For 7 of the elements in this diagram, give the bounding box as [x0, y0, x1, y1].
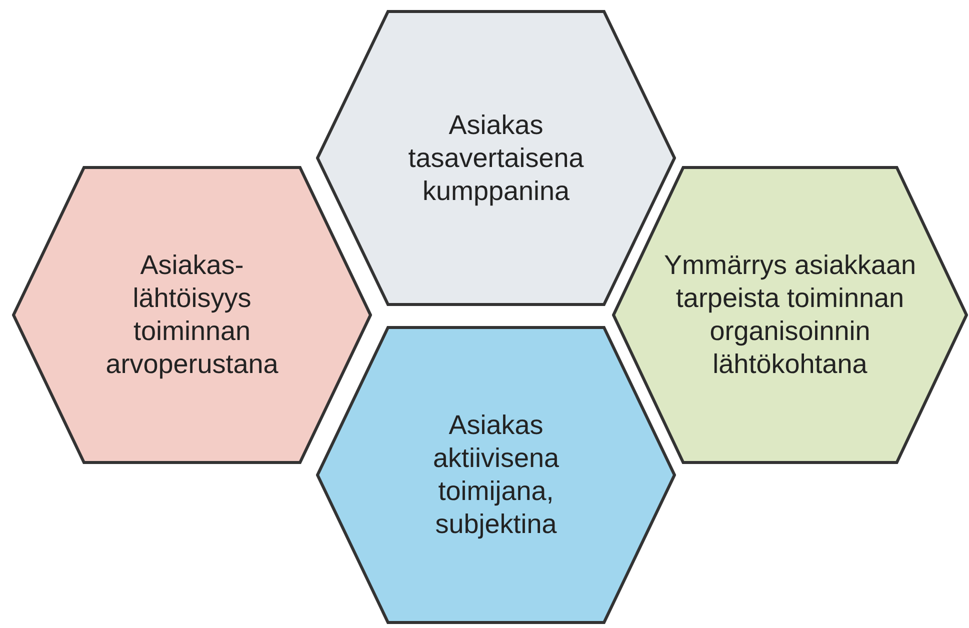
hexagon-label: Asiakas tasavertaisena kumppanina	[407, 108, 585, 208]
hexagon-shape	[316, 326, 676, 624]
hexagon-shape	[612, 166, 968, 464]
hexagon-label: Asiakas aktiivisena toimijana, subjektina	[432, 409, 560, 541]
hexagon-label: Asiakas- lähtöisyys toiminnan arvoperustana	[104, 249, 280, 381]
hexagon-label: Ymmärrys asiakkaan tarpeista toiminnan organisoinnin lähtökohtana	[662, 249, 918, 381]
hexagon-shape	[12, 166, 372, 464]
